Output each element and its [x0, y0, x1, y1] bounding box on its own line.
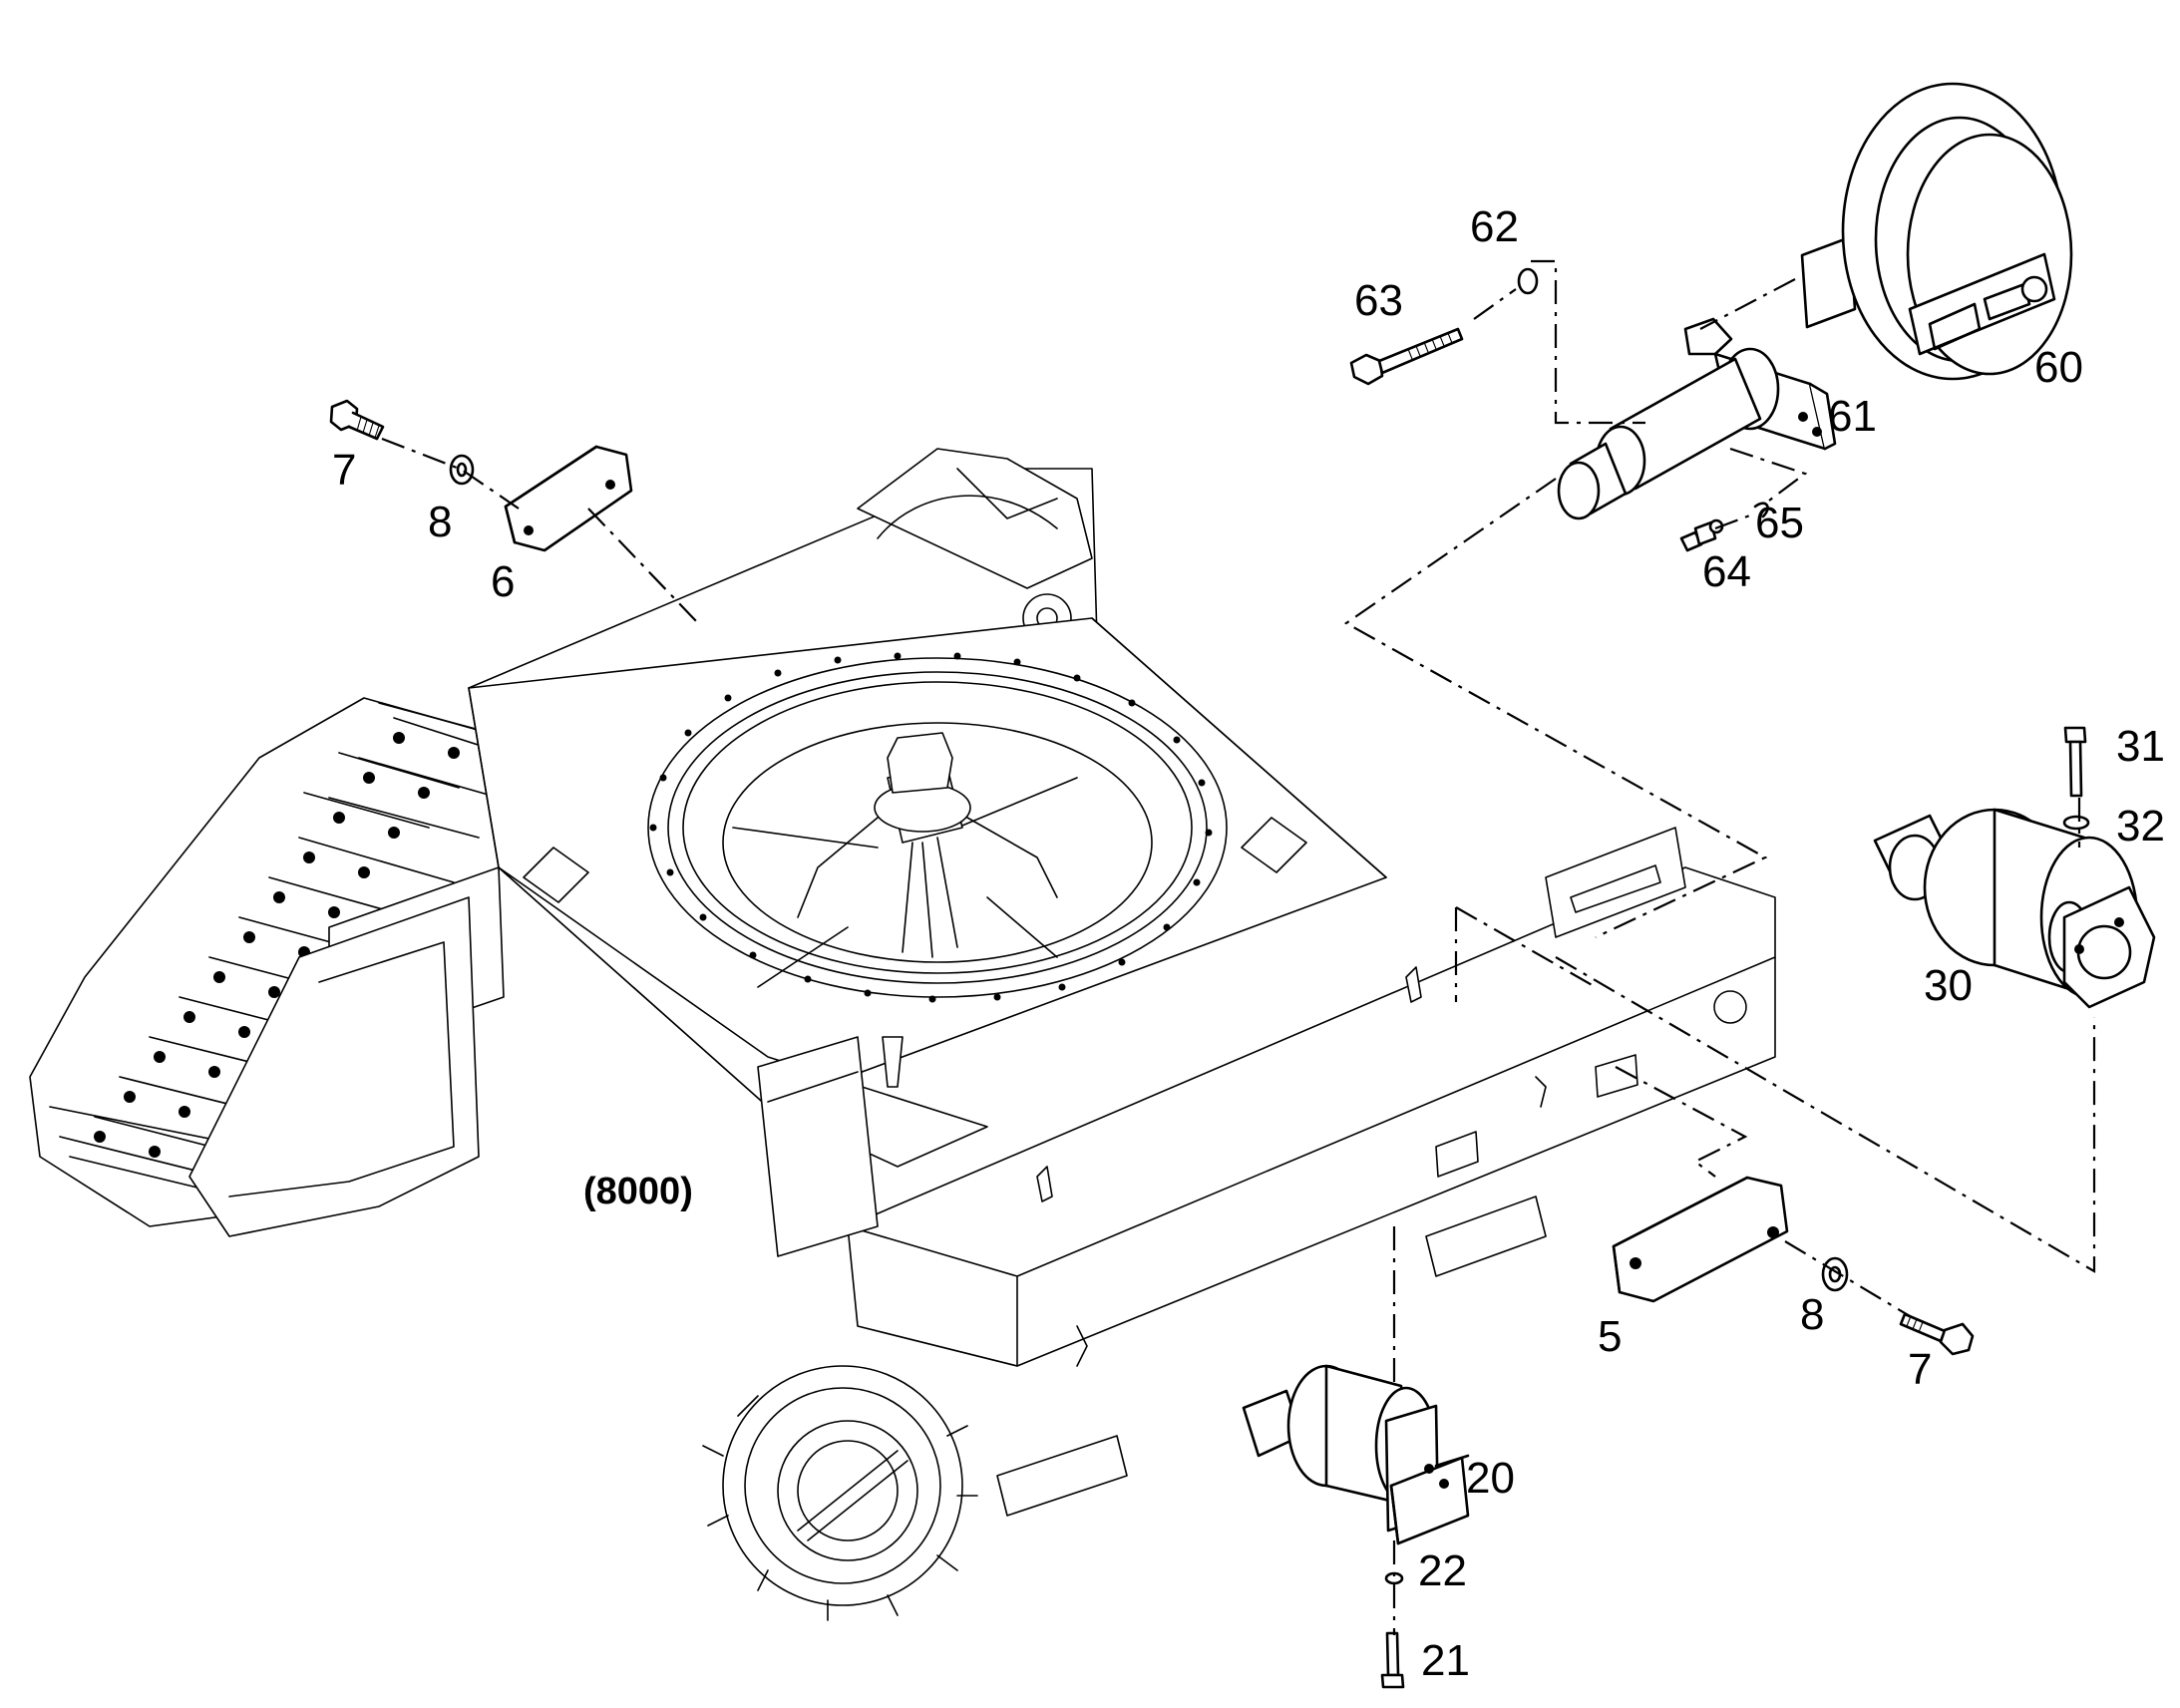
callout-7-left: 7 [332, 446, 356, 495]
center-body [468, 617, 1387, 1168]
washer-32 [2062, 815, 2090, 831]
bolt-7-left [329, 399, 385, 441]
callout-32: 32 [2116, 802, 2165, 851]
callout-6: 6 [491, 557, 515, 606]
callout-labels: 7 8 6 62 63 60 61 65 64 31 32 30 5 8 7 2… [332, 202, 2165, 1685]
washer-62 [1517, 267, 1539, 295]
idler-yoke-61 [1557, 317, 1837, 520]
o-ring-65 [1753, 502, 1769, 518]
callout-8-right: 8 [1800, 1290, 1824, 1339]
callout-5: 5 [1598, 1312, 1622, 1361]
bolt-63 [1349, 327, 1464, 386]
undercarriage-frame: (8000) [29, 448, 1776, 1621]
callout-7-right: 7 [1908, 1345, 1932, 1394]
callout-60: 60 [2034, 343, 2083, 392]
idler-wheel-60 [1800, 82, 2073, 381]
callout-65: 65 [1755, 499, 1804, 547]
right-side-frame [702, 827, 1776, 1621]
cover-plate-6 [504, 445, 633, 552]
bolt-7-right [1899, 1312, 1975, 1356]
bolt-31 [2063, 726, 2087, 798]
callout-22: 22 [1418, 1546, 1467, 1595]
callout-61: 61 [1828, 392, 1877, 441]
grease-fitting-64 [1679, 518, 1724, 552]
track-roller-20 [1242, 1364, 1470, 1545]
cover-plate-5 [1612, 1176, 1789, 1303]
callout-62: 62 [1470, 202, 1519, 251]
callout-64: 64 [1702, 547, 1751, 596]
washer-8-left [449, 454, 475, 486]
callout-31: 31 [2116, 722, 2165, 771]
washer-8-right [1821, 1256, 1849, 1292]
slewing-ring-bolt-holes [649, 652, 1213, 1003]
callout-20: 20 [1466, 1454, 1515, 1503]
callout-8-left: 8 [428, 498, 452, 546]
callout-63: 63 [1354, 276, 1403, 325]
assembly-reference-label: (8000) [583, 1171, 693, 1212]
callout-21: 21 [1421, 1636, 1470, 1685]
bolt-21 [1380, 1631, 1405, 1689]
assembly-lines [381, 259, 2096, 1635]
callout-30: 30 [1924, 961, 1973, 1010]
left-track-chain [29, 697, 525, 1227]
front-cross-member [757, 1036, 879, 1257]
carrier-roller-30 [1873, 808, 2156, 1009]
